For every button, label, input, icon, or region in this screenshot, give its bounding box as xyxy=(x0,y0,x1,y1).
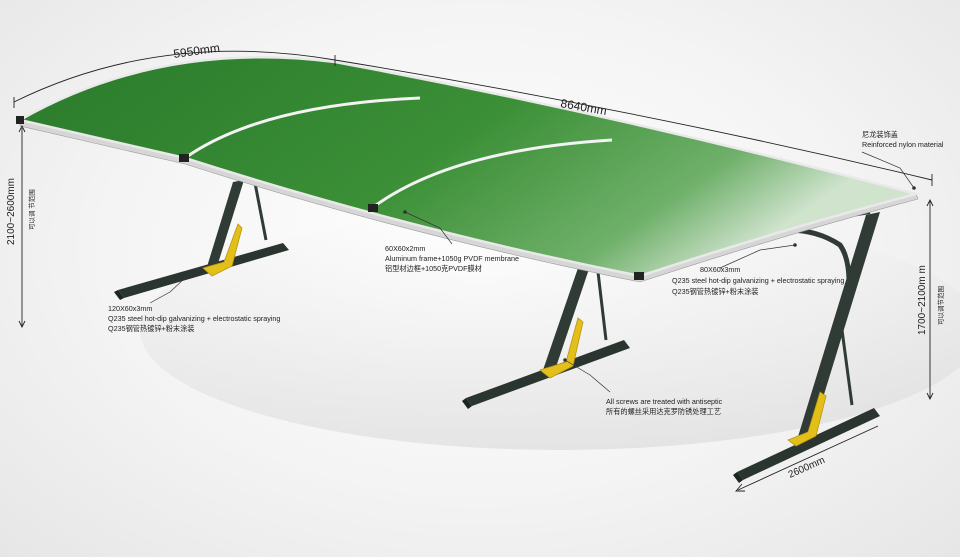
dim-arc-top xyxy=(13,50,336,103)
frame-joint-4 xyxy=(634,272,644,280)
note-screws-1: All screws are treated with antiseptic xyxy=(606,397,723,406)
leader-right-post xyxy=(719,244,796,269)
note-right-post-2: Q235 steel hot-dip galvanizing + electro… xyxy=(672,276,844,285)
left-base-beam xyxy=(118,243,289,298)
dim-width-label: 5950mm xyxy=(172,41,220,61)
dim-height-left-cn: 可以调 节范围 xyxy=(27,189,36,230)
leader-screws xyxy=(564,359,611,393)
note-screws-2: 所有的螺丝采用达克罗防锈处理工艺 xyxy=(606,407,721,416)
note-left-post-2: Q235 steel hot-dip galvanizing + electro… xyxy=(108,314,280,323)
left-bracket xyxy=(202,223,243,277)
frame-joint-1 xyxy=(16,116,24,124)
left-post xyxy=(206,180,244,270)
note-left-post-3: Q235钢管热镀锌+粉末涂装 xyxy=(108,324,194,333)
leader-left-post xyxy=(149,277,186,304)
ground-shadow xyxy=(140,210,960,450)
middle-bracket xyxy=(539,317,584,379)
left-support xyxy=(114,180,289,300)
middle-post xyxy=(543,266,590,370)
canopy-membrane xyxy=(16,56,921,278)
note-membrane-1: 60X60x2mm xyxy=(385,244,425,253)
leader-nylon xyxy=(861,151,915,189)
middle-support xyxy=(462,266,630,409)
note-right-post-3: Q235钢管热镀锌+粉末涂装 xyxy=(672,287,758,296)
dim-height-right-label: 1700~2100m m xyxy=(917,265,928,335)
canopy-divider-1 xyxy=(184,96,421,160)
note-left-post-1: 120X60x3mm xyxy=(108,304,152,313)
frame-joint-2 xyxy=(179,154,189,162)
canopy-divider-2 xyxy=(371,138,613,210)
canopy xyxy=(16,56,921,283)
right-post xyxy=(797,212,880,440)
note-right-post-1: 80X60x3mm xyxy=(700,265,740,274)
note-membrane-2: Aluminum frame+1050g PVDF membrane xyxy=(385,254,519,263)
frame-joint-3 xyxy=(368,204,378,212)
dim-line-top-right xyxy=(334,59,933,181)
dim-height-right-cn: 可以调节范围 xyxy=(936,286,945,325)
dim-base-line xyxy=(737,425,879,491)
leader-lines xyxy=(149,151,915,393)
leader-membrane xyxy=(404,211,453,245)
right-base-beam xyxy=(737,408,880,480)
note-membrane-3: 铝型材边框+1050克PVDF膜材 xyxy=(385,264,482,273)
note-nylon-cn: 尼龙装饰盖 xyxy=(862,130,898,139)
note-nylon-en: Reinforced nylon material xyxy=(862,140,944,149)
dimension-lines xyxy=(13,50,934,492)
dim-height-left-label: 2100~2600mm xyxy=(6,178,17,245)
right-bracket xyxy=(787,391,827,447)
